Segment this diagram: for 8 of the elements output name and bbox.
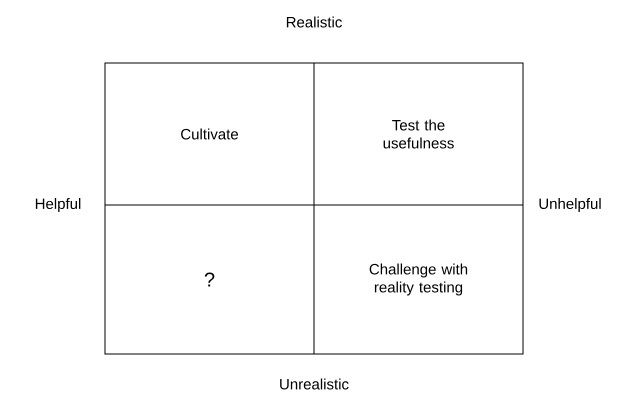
axis-label: Realistic <box>286 16 342 28</box>
quadrant-box: Cultivate <box>104 62 314 206</box>
quadrant-box: Challenge with reality testing <box>314 204 524 354</box>
axis-label: Helpful <box>36 198 80 212</box>
quadrant-box: ? <box>104 204 314 354</box>
quadrant-box: Test the usefulness <box>314 62 524 206</box>
axis-label: Unrealistic <box>280 378 349 390</box>
axis-label: Unhelpful <box>539 198 601 212</box>
